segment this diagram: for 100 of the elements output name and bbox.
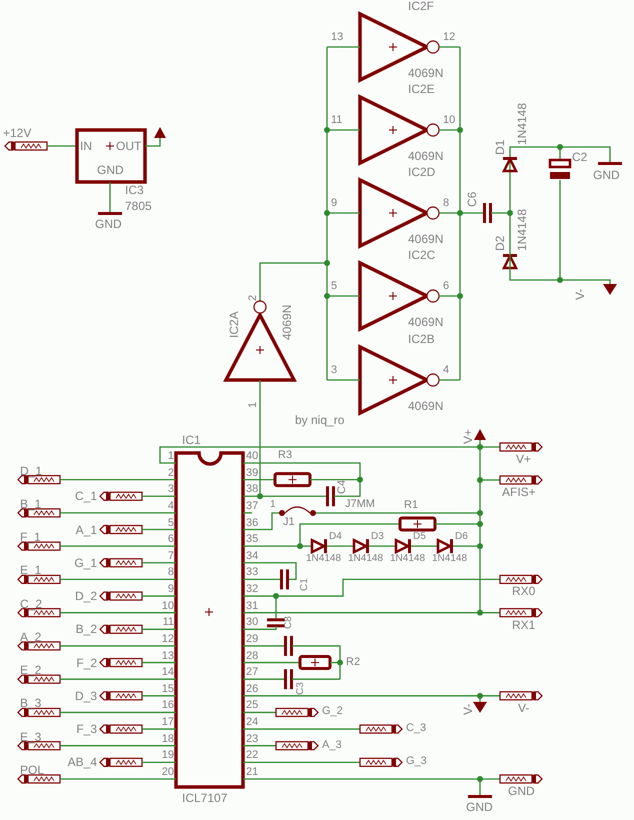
component-label: IC2A [228,311,240,338]
pin-number: 40 [246,451,258,462]
pin-number: 23 [246,734,258,745]
component-label: J1 [283,517,295,528]
pin-number: 26 [246,684,258,695]
pin-number: 6 [443,281,450,292]
net-label: V+ [462,428,474,444]
pin-number: 15 [162,684,174,695]
component-label: D3 [371,532,384,542]
net-label: GND [508,784,535,797]
pin-number: 30 [246,617,258,628]
net-label: G_3 [406,756,427,768]
net-label: D_3 [74,690,97,702]
part-number: 1N4148 [516,208,528,251]
net-label: D_1 [20,464,42,477]
pin-number: 25 [246,700,258,712]
component-label: C8 [284,616,294,630]
pin-number: 12 [162,634,174,645]
pin-number: 24 [246,717,258,728]
part-number: 4069N [408,316,444,328]
pin-number: 27 [246,667,258,678]
net-label: F_2 [76,656,97,669]
net-label: G_2 [322,706,343,718]
net-label: E_2 [20,664,42,676]
pin-number: 33 [246,567,258,578]
part-number: 4069N [408,150,444,162]
pin-number: 1 [168,451,174,462]
component-label: C4 [337,480,348,494]
net-label: C_2 [20,598,42,610]
pin-number: 1 [270,500,276,510]
net-label: C_1 [74,490,97,502]
pin-number: 3 [331,365,338,376]
pin-number: 4 [443,365,450,376]
component-label: IC2F [408,0,434,12]
pin-number: 5 [168,518,174,529]
pin-number: 11 [162,617,174,628]
part-number: 4069N [408,67,444,79]
pin-number: 38 [246,484,258,496]
net-label: +12V [3,127,32,139]
net-label: B_2 [76,623,97,636]
pin-number: 17 [162,717,174,728]
net-label: C_3 [406,723,426,734]
net-label: AB_4 [68,756,97,768]
net-label: AFIS+ [502,486,536,498]
net-label: F_1 [20,531,41,544]
pin-number: 10 [162,600,174,612]
component-label: R1 [404,500,418,511]
component-label: IC3 [125,184,144,196]
author-credit: by niq_ro [295,414,344,426]
net-label: POL [20,764,44,776]
pin-label: OUT [116,140,142,152]
part-number: J7MM [345,499,375,510]
net-label: V- [574,288,586,300]
part-number: 1N4148 [390,554,426,564]
net-label: GND [466,801,493,813]
component-label: IC2C [408,249,436,261]
pin-number: 37 [246,500,258,512]
part-number: 1N4148 [432,554,468,564]
pin-number: 31 [246,600,258,612]
net-label: GND [593,169,620,181]
component-label: D4 [329,532,342,542]
net-label: D_2 [74,590,97,602]
component-label: IC2E [408,83,435,95]
pin-number: 36 [246,518,258,529]
pin-number: 13 [162,650,174,662]
pin-number: 9 [331,198,338,209]
pin-number: 32 [246,584,258,596]
pin-number: 1 [248,402,259,408]
pin-number: 22 [246,750,258,762]
pin-number: 10 [443,115,456,126]
pin-number: 21 [246,766,258,778]
component-label: C2 [572,151,588,163]
pin-number: 11 [331,115,342,126]
pin-number: 16 [162,700,174,712]
pin-number: 9 [168,584,174,596]
pin-number: 8 [443,198,450,209]
pin-number: 28 [246,650,258,662]
pin-label: IN [80,140,92,152]
pin-number: 6 [168,534,174,546]
component-label: IC1 [182,434,201,446]
net-label: A_2 [20,630,42,643]
part-number: 7805 [125,200,152,212]
component-label: C1 [300,578,310,591]
part-number: 1N4148 [348,554,384,564]
net-label: A_1 [76,524,97,536]
component-label: IC2B [408,333,435,345]
part-number: 4069N [408,400,444,412]
pin-number: 20 [162,766,174,778]
pin-number: 34 [246,550,258,562]
net-label: G_1 [74,556,97,569]
pin-number: 12 [443,32,456,43]
component-label: C3 [296,682,306,695]
component-label: R3 [278,450,292,461]
pin-number: 4 [168,500,174,512]
pin-number: 29 [246,634,258,645]
pin-number: 18 [162,734,174,745]
pin-number: 2 [168,468,174,479]
pin-label: GND [97,164,124,176]
pin-number: 35 [246,534,258,546]
component-label: IC2D [408,166,436,178]
